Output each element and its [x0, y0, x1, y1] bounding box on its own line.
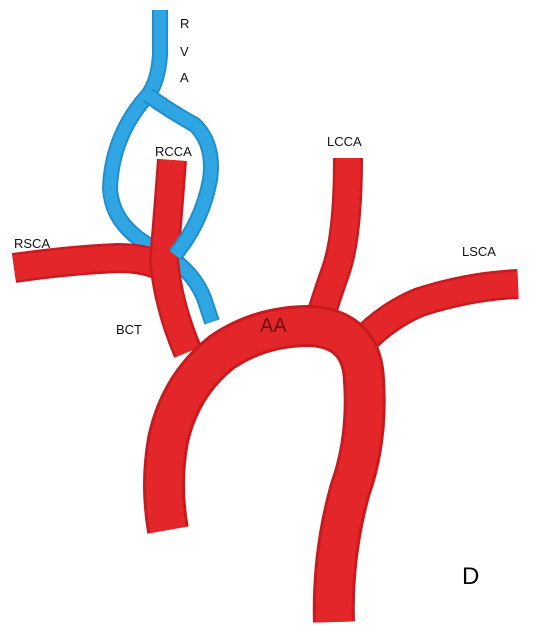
aortic-arch	[164, 326, 365, 622]
label-rsca: RSCA	[14, 236, 50, 251]
left-common-carotid-artery	[318, 158, 348, 325]
label-rva-a: A	[180, 70, 189, 85]
label-lcca: LCCA	[327, 134, 362, 149]
panel-letter: D	[462, 563, 479, 590]
label-lsca: LSCA	[462, 244, 496, 259]
label-rcca: RCCA	[155, 144, 192, 159]
label-rva-v: V	[180, 44, 189, 59]
left-subclavian-artery	[362, 284, 518, 342]
label-aa: AA	[260, 315, 287, 337]
label-rva-r: R	[180, 16, 189, 31]
label-bct: BCT	[116, 322, 142, 337]
right-subclavian-artery	[14, 258, 168, 270]
